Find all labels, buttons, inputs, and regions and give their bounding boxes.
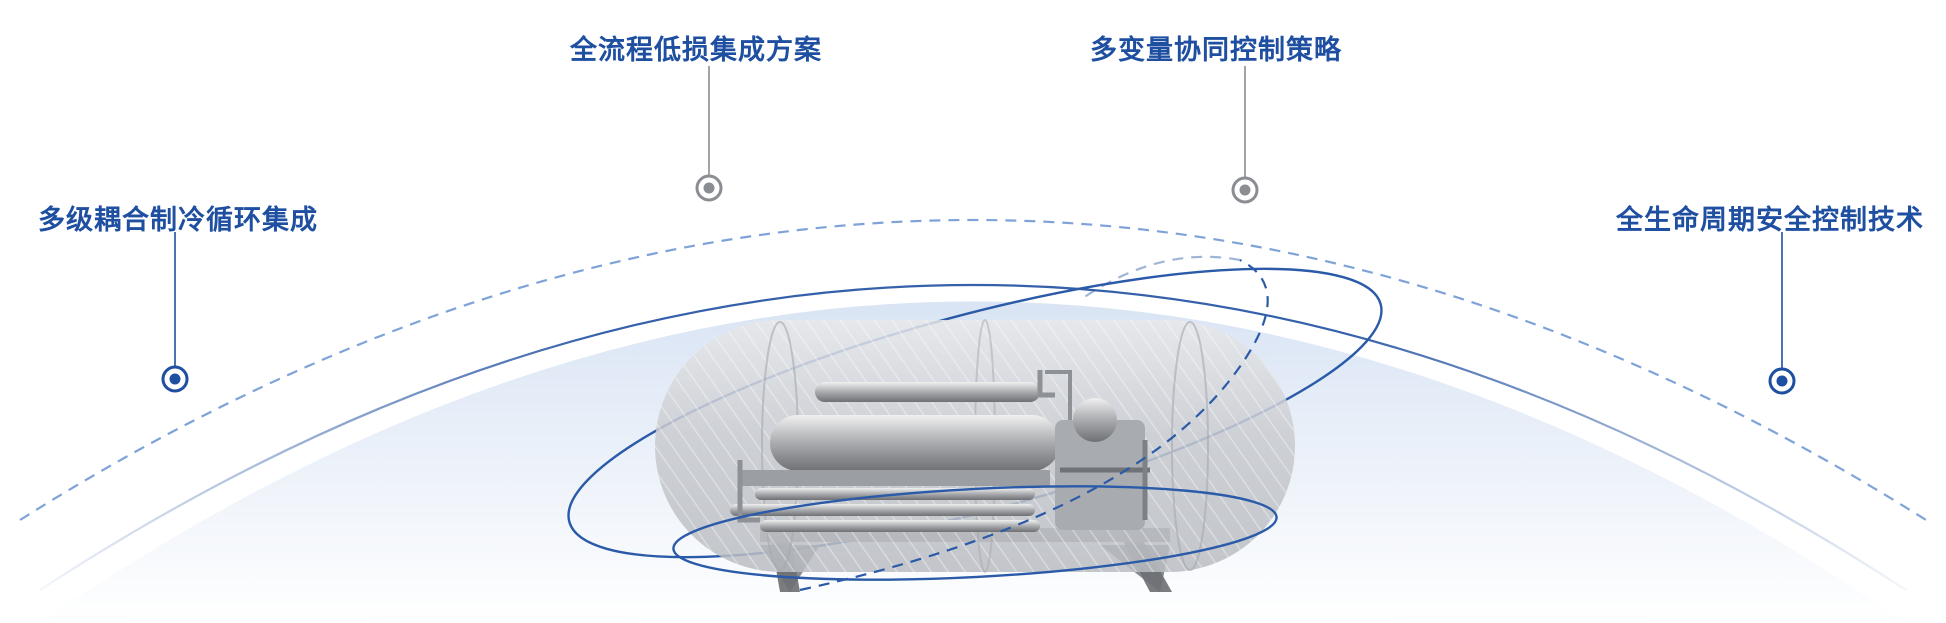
- marker-dot-1: [161, 365, 189, 393]
- marker-dot-4: [1768, 367, 1796, 395]
- feature-label-3: 多变量协同控制策略: [1090, 35, 1342, 66]
- feature-label-2: 全流程低损集成方案: [570, 35, 822, 66]
- marker-dot-2: [695, 174, 723, 202]
- feature-label-4: 全生命周期安全控制技术: [1616, 205, 1924, 236]
- marker-dot-3: [1231, 176, 1259, 204]
- feature-label-1: 多级耦合制冷循环集成: [38, 205, 318, 236]
- dashed-arc: [19, 219, 1927, 521]
- dome-outline: [39, 283, 1907, 591]
- cryogenic-tank-illustration: [655, 319, 1295, 592]
- orbit-ring-3: [672, 485, 1278, 581]
- orbit-ring-2: [799, 259, 1269, 592]
- orbit-ring-2-tail: [1079, 255, 1241, 301]
